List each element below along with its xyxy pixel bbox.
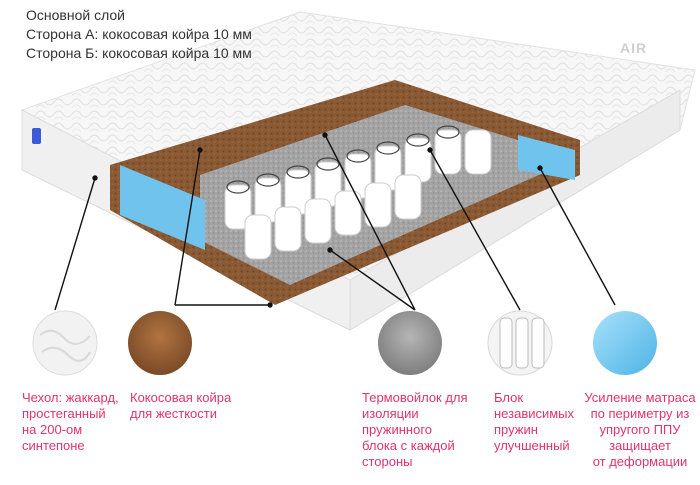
cover-swatch [32,310,98,376]
spring-block-label: Блок независимых пружин улучшенный [494,390,575,453]
side-a-description: Сторона А: кокосовая койра 10 мм [26,26,252,42]
foam-perimeter-right [518,135,575,180]
felt-swatch [378,311,442,375]
cutaway-section [110,80,580,305]
felt-label: Термовойлок для изоляции пружинного блок… [362,390,468,469]
foam-swatch [593,311,657,375]
material-thumbnails [32,310,657,376]
main-layer-title: Основной слой [26,7,126,23]
foam-label: Усиление матраса по периметру из упругог… [584,390,696,469]
coir-swatch [128,311,192,375]
coir-label: Кокосовая койра для жесткости [130,390,232,421]
brand-logo: AIR [620,40,648,56]
spring-block [224,129,492,260]
layer-description: Основной слой Сторона А: кокосовая койра… [26,6,252,63]
foam-perimeter-left [120,165,205,250]
side-b-description: Сторона Б: кокосовая койра 10 мм [26,45,252,61]
callout-lines [54,132,616,311]
cover-label: Чехол: жаккард, простеганный на 200-ом с… [22,390,119,453]
